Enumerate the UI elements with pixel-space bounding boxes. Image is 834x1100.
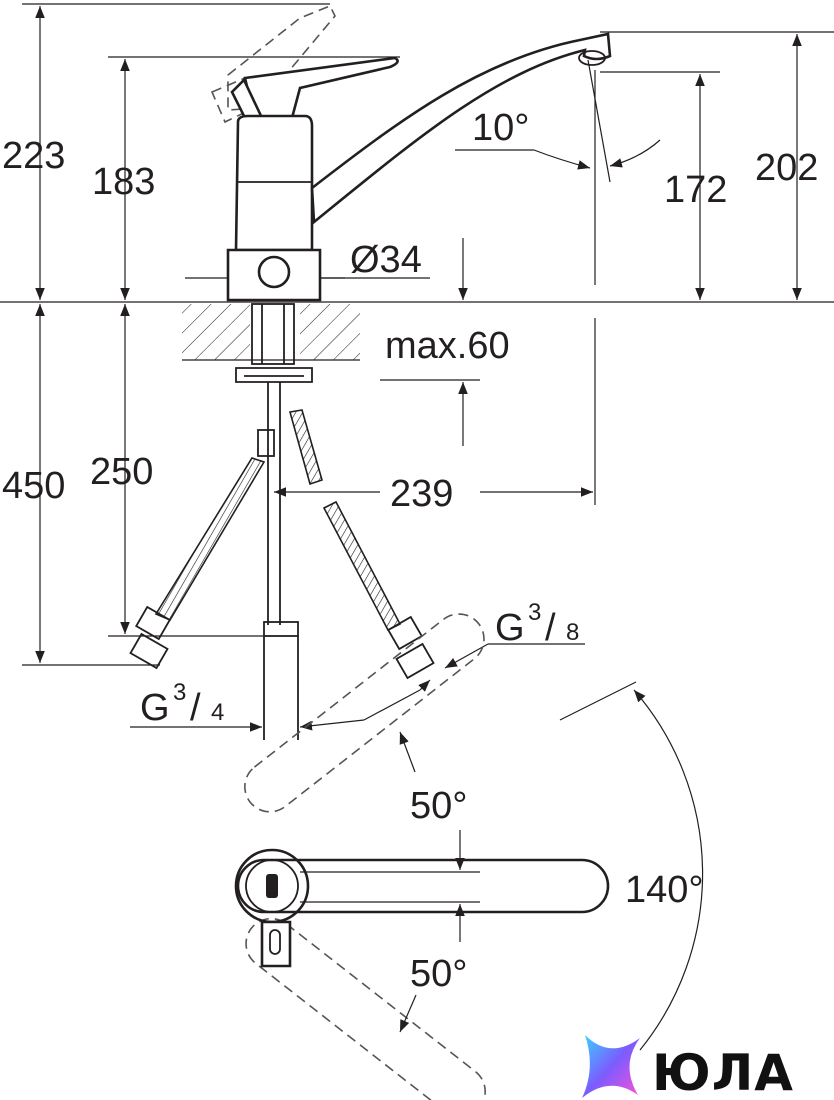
svg-text:8: 8 — [566, 619, 579, 646]
thread-inlet-label: G 3 / 4 — [140, 679, 224, 729]
watermark-text: ЮЛА — [652, 1044, 794, 1100]
dim-spout-top-height: 202 — [755, 147, 818, 189]
faucet-side-view — [210, 4, 612, 740]
svg-text:3: 3 — [173, 679, 186, 706]
dimension-arrows — [35, 5, 802, 663]
svg-text:3: 3 — [528, 599, 541, 626]
dim-spout-outlet-height: 172 — [664, 169, 727, 211]
svg-text:G: G — [495, 607, 525, 649]
handle-top-view — [234, 613, 704, 1100]
dim-overall-height: 223 — [2, 135, 65, 177]
svg-text:/: / — [190, 687, 201, 729]
reference-lines — [0, 3, 834, 666]
dim-handle-swing-down: 50° — [410, 953, 467, 995]
dim-body-height: 183 — [92, 161, 155, 203]
thread-outlet-label: G 3 / 8 — [495, 599, 579, 649]
svg-text:4: 4 — [211, 699, 224, 726]
dim-spout-tilt: 10° — [472, 107, 529, 149]
dim-handle-swing-total: 140° — [625, 869, 704, 911]
svg-text:G: G — [140, 687, 170, 729]
svg-text:/: / — [545, 607, 556, 649]
deck-section — [182, 304, 360, 361]
dim-connection-length: 250 — [90, 451, 153, 493]
dim-spout-reach: 239 — [390, 473, 453, 515]
watermark-logo: ЮЛА — [582, 1035, 794, 1100]
thread-leaders — [130, 643, 585, 732]
dim-hose-length: 450 — [2, 465, 65, 507]
dim-mount-diameter: Ø34 — [350, 239, 422, 281]
dim-max-deck-thickness: max.60 — [385, 325, 510, 367]
star-logo-icon — [582, 1035, 640, 1098]
dim-handle-swing-up: 50° — [410, 785, 467, 827]
supply-hoses — [129, 409, 435, 680]
